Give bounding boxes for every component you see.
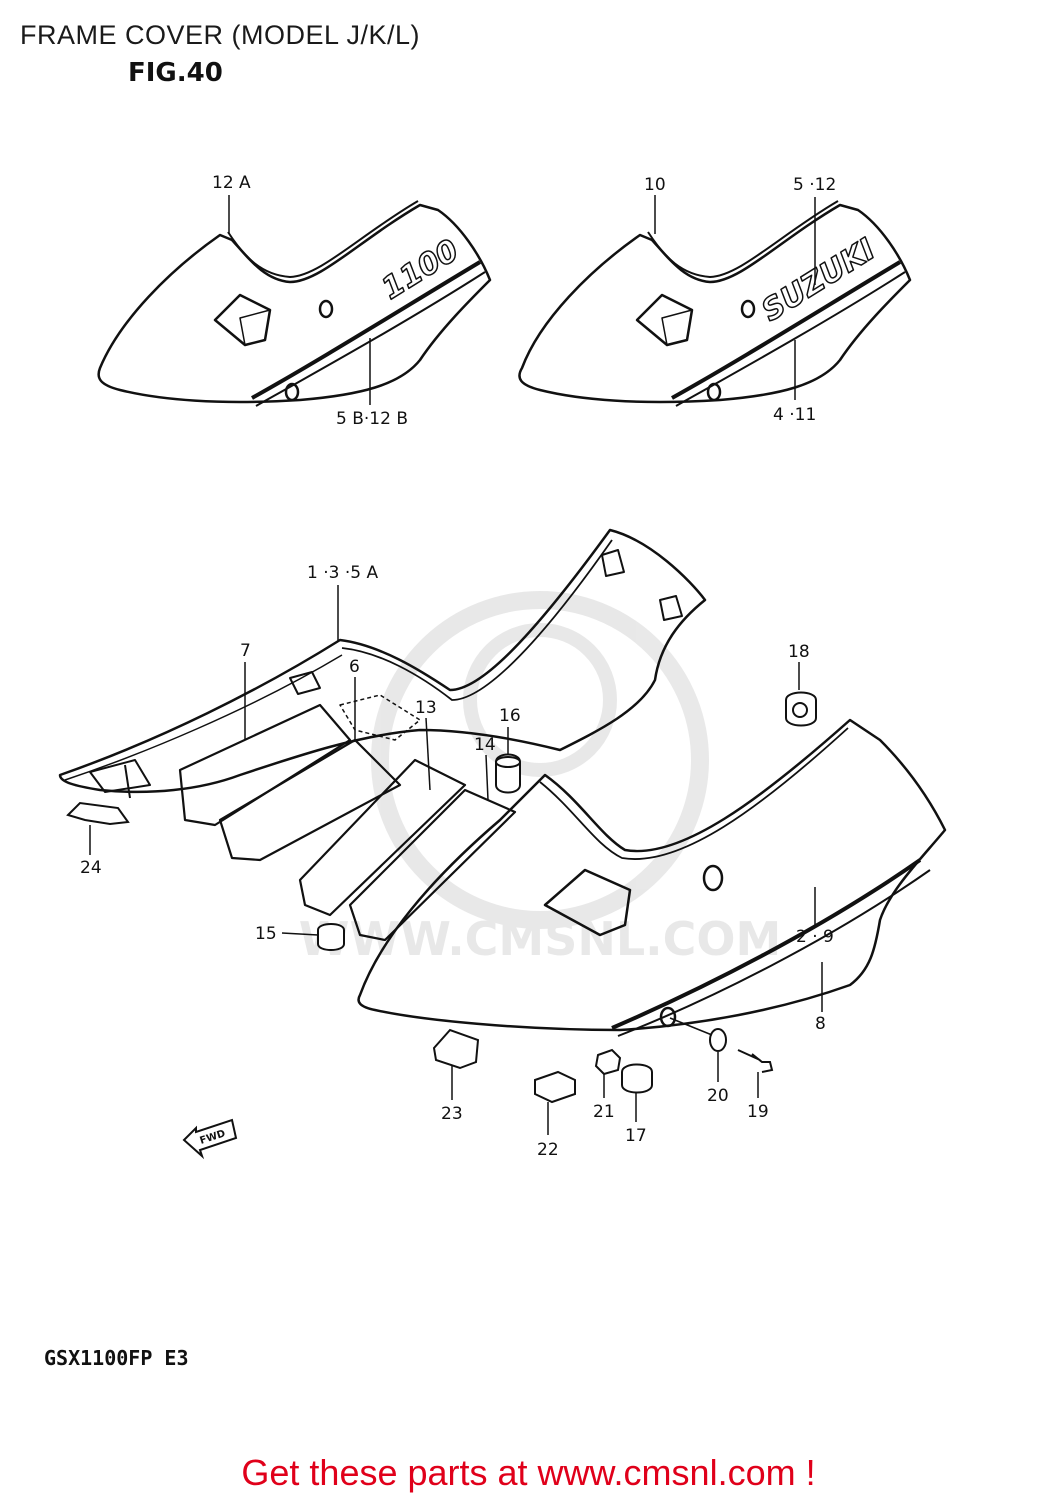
callout-23: 23 — [441, 1104, 463, 1124]
callout-4-11: 4 ·11 — [773, 405, 816, 425]
callout-2-9: 2 · 9 — [796, 927, 834, 947]
callout-7: 7 — [240, 641, 251, 661]
part-22-block — [534, 1070, 576, 1104]
callout-17: 17 — [625, 1126, 647, 1146]
decal-suzuki: SUZUKI — [756, 232, 882, 329]
callout-5b-12b: 5 B·12 B — [336, 409, 408, 429]
callout-8: 8 — [815, 1014, 826, 1034]
callout-13: 13 — [415, 698, 437, 718]
frame-cover-right — [357, 718, 947, 1037]
upper-left-side-cover: 1100 — [97, 200, 492, 407]
part-19-screw — [737, 1049, 774, 1073]
callout-14: 14 — [474, 735, 496, 755]
callout-6: 6 — [349, 657, 360, 677]
callout-21: 21 — [593, 1102, 615, 1122]
fwd-arrow-icon: FWD — [182, 1118, 238, 1160]
upper-right-side-cover: SUZUKI — [518, 200, 912, 407]
figure-number: FIG.40 — [128, 58, 223, 88]
callout-5-12: 5 ·12 — [793, 175, 836, 195]
small-parts — [66, 691, 817, 1104]
callout-16: 16 — [499, 706, 521, 726]
promo-link[interactable]: Get these parts at www.cmsnl.com ! — [241, 1452, 816, 1493]
callout-12a: 12 A — [212, 173, 251, 193]
callout-24: 24 — [80, 858, 102, 878]
callout-18: 18 — [788, 642, 810, 662]
model-code: GSX1100FP E3 — [44, 1346, 189, 1370]
part-24-clip — [66, 801, 130, 826]
callout-22: 22 — [537, 1140, 559, 1160]
page-title: FRAME COVER (MODEL J/K/L) — [20, 20, 421, 50]
decal-1100: 1100 — [376, 233, 465, 307]
callout-15: 15 — [255, 924, 277, 944]
frame-cover-left — [58, 528, 707, 799]
part-21-nut — [594, 1048, 622, 1076]
callout-19: 19 — [747, 1102, 769, 1122]
leader-lines — [89, 585, 823, 1135]
part-17-grommet — [621, 1063, 653, 1094]
inner-panels — [178, 694, 517, 942]
callout-1-3-5a: 1 ·3 ·5 A — [307, 563, 378, 583]
part-23-cushion — [432, 1028, 480, 1070]
watermark-text: WWW.CMSNL.COM — [299, 912, 782, 966]
callout-20: 20 — [707, 1086, 729, 1106]
part-15-grommet — [317, 923, 345, 951]
callout-10: 10 — [644, 175, 666, 195]
